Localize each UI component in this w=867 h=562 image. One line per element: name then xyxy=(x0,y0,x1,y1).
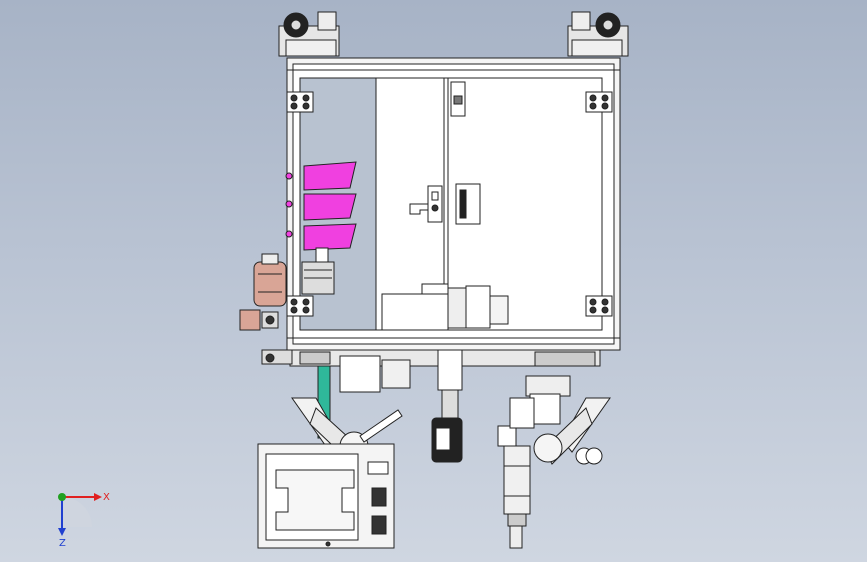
caster-wheel-right xyxy=(567,11,629,57)
z-axis-label: Z xyxy=(59,538,66,549)
x-axis-label: X xyxy=(103,492,110,503)
hinge-top-right xyxy=(585,91,613,113)
hinge-bottom-left xyxy=(286,295,314,317)
drive-assembly xyxy=(381,283,509,331)
hinge-top-left xyxy=(286,91,314,113)
gripper-right xyxy=(525,375,611,465)
inner-bracket xyxy=(301,247,335,295)
centre-actuator xyxy=(339,349,463,463)
side-pump xyxy=(239,253,287,331)
control-panel xyxy=(257,443,395,549)
door-handle xyxy=(455,183,481,225)
pneumatic-cylinder xyxy=(497,397,535,549)
hinge-bottom-right xyxy=(585,295,613,317)
door-lock xyxy=(409,185,443,223)
sensor-block xyxy=(450,81,466,117)
magenta-trays xyxy=(285,161,357,251)
bottom-rail xyxy=(261,349,601,367)
axis-triad: X Z xyxy=(58,492,110,549)
caster-wheel-left xyxy=(278,11,340,57)
